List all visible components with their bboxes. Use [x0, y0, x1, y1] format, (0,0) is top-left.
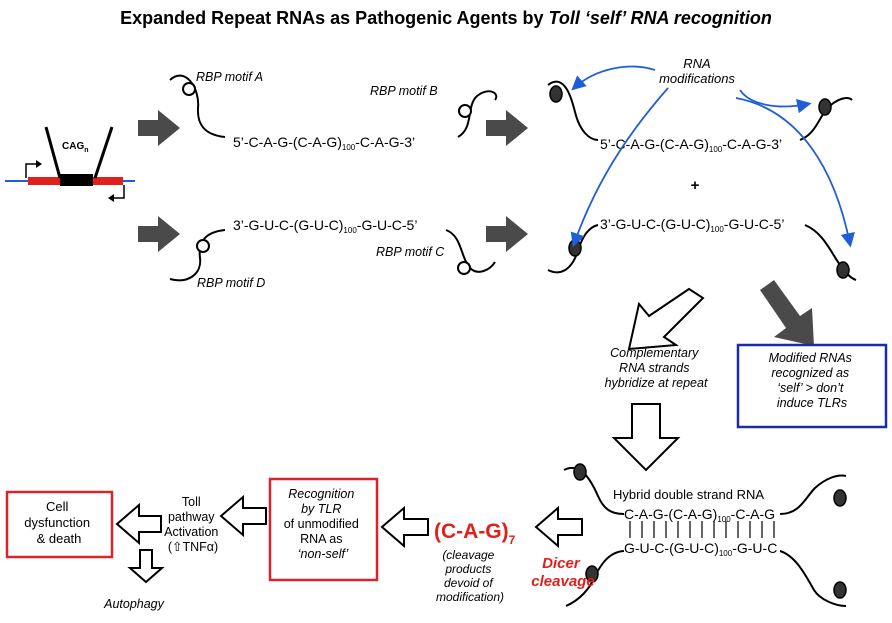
modified-antisense-sequence: 3’-G-U-C-(G-U-C)100-G-U-C-5’ — [600, 216, 784, 234]
repeat-expansion-funnel — [44, 126, 114, 179]
arrow-dicer-to-cag — [534, 505, 583, 549]
sense-strand-modified — [547, 80, 853, 141]
rbp-motif-d-marker — [196, 239, 210, 253]
cag7-label: (C-A-G)7 — [434, 520, 516, 547]
arrow-to-autophagy — [127, 549, 165, 584]
antisense-strand-unmodified — [169, 229, 496, 282]
gene-schematic: CAGn — [5, 126, 135, 202]
sense-sequence: 5’-C-A-G-(C-A-G)100-C-A-G-3’ — [233, 134, 415, 152]
arrow-gene-to-sense — [138, 110, 180, 146]
cleavage-products-text: (cleavage products devoid of modificatio… — [436, 548, 504, 604]
forward-promoter-arrow — [25, 163, 40, 178]
hybrid-duplex — [563, 463, 847, 607]
figure-title: Expanded Repeat RNAs as Pathogenic Agent… — [120, 8, 772, 28]
rbp-motif-c-label: RBP motif C — [376, 245, 445, 259]
rbp-motif-d-label: RBP motif D — [197, 276, 265, 290]
rbp-motif-a-marker — [182, 82, 196, 96]
recognition-box — [268, 477, 379, 582]
arrow-toll-to-cell — [115, 502, 162, 546]
arrow-sense-to-modified — [486, 110, 528, 146]
arrow-to-complementary — [627, 287, 705, 351]
hybrid-top-sequence: C-A-G-(C-A-G)100-C-A-G — [624, 506, 775, 524]
modified-rnas-text: Modified RNAs recognized as ‘self’ > don… — [769, 351, 856, 410]
hybrid-label: Hybrid double strand RNA — [613, 487, 764, 502]
arrow-to-hybrid — [611, 403, 681, 472]
rbp-motif-a-label: RBP motif A — [196, 70, 263, 84]
modification-marker — [818, 98, 832, 116]
plus-sign: + — [691, 177, 700, 194]
rbp-motif-c-marker — [457, 261, 471, 275]
arrow-recognition-to-toll — [219, 494, 267, 538]
arrow-gene-to-antisense — [138, 216, 180, 252]
arrow-cag-to-recognition — [380, 505, 429, 549]
cell-dysfunction-box — [5, 490, 114, 559]
dicer-cleavage-label: Dicer cleavage — [531, 555, 594, 590]
rbp-motif-b-label: RBP motif B — [370, 84, 438, 98]
cell-dysfunction-text: Cell dysfunction & death — [24, 499, 93, 546]
autophagy-label: Autophagy — [103, 597, 165, 611]
modification-arrows — [570, 65, 855, 248]
antisense-strand-modified — [547, 224, 857, 281]
toll-pathway-text: Toll pathway Activation (⇧TNFα) — [164, 495, 222, 554]
arrow-to-modified-box — [760, 280, 814, 346]
sense-strand-unmodified — [169, 74, 498, 138]
rbp-motif-b-marker — [458, 104, 472, 118]
complementary-text: Complementary RNA strands hybridize at r… — [605, 346, 708, 390]
modified-rnas-box — [736, 343, 888, 429]
hybrid-bottom-sequence: G-U-C-(G-U-C)100-G-U-C — [624, 540, 777, 558]
antisense-sequence: 3’-G-U-C-(G-U-C)100-G-U-C-5’ — [233, 217, 417, 235]
repeat-region — [60, 174, 93, 186]
modification-marker — [549, 85, 563, 103]
modification-marker — [836, 261, 850, 279]
reverse-promoter-arrow — [110, 185, 125, 199]
recognition-text: Recognition by TLR of unmodified RNA as … — [284, 487, 363, 561]
arrow-antisense-to-modified — [486, 216, 528, 252]
repeat-label: CAGn — [62, 141, 89, 154]
